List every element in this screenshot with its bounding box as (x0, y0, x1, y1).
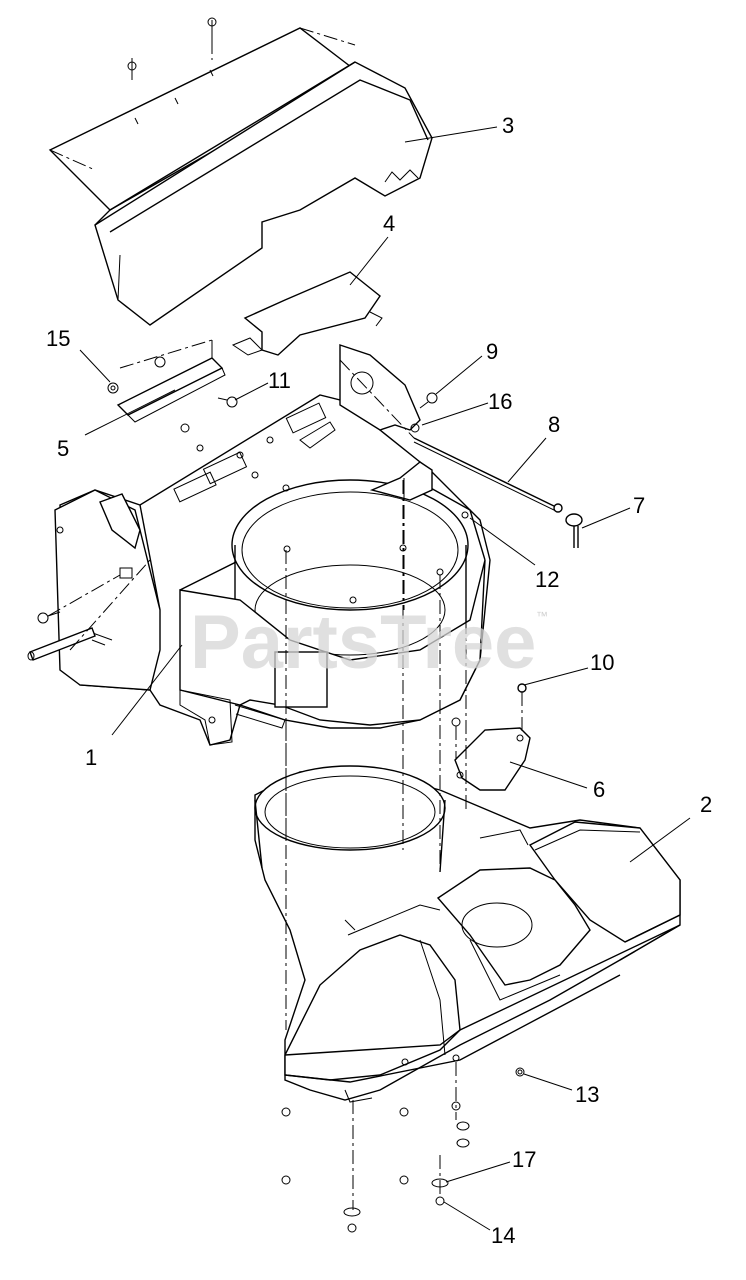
callout-11: 11 (268, 368, 291, 393)
callout-2: 2 (700, 792, 712, 817)
part-4-bracket (231, 271, 383, 356)
part-3-top-cover (48, 17, 433, 326)
part-1-housing (27, 344, 491, 746)
callout-labels: 1 2 3 4 5 6 7 8 9 10 11 12 13 14 15 16 1… (46, 113, 712, 1248)
part-6-cover-plate (451, 683, 531, 791)
callout-6: 6 (593, 777, 605, 802)
watermark-text: PartsTree (190, 600, 536, 685)
partstree-watermark: PartsTree ™ (190, 600, 548, 685)
callout-13: 13 (575, 1082, 599, 1107)
callout-12: 12 (535, 567, 559, 592)
assembly-lines (47, 27, 523, 1210)
callout-5: 5 (57, 436, 69, 461)
bottom-fasteners (281, 1067, 525, 1233)
callout-10: 10 (590, 650, 614, 675)
leader-lines (79, 126, 691, 1231)
callout-4: 4 (383, 211, 395, 236)
callout-9: 9 (486, 339, 498, 364)
fasteners-right (369, 392, 469, 519)
callout-15: 15 (46, 326, 70, 351)
callout-14: 14 (491, 1223, 515, 1248)
part-5-plate (107, 340, 238, 433)
part-7-pin (565, 513, 583, 548)
callout-8: 8 (548, 412, 560, 437)
callout-1: 1 (85, 745, 97, 770)
part-8-rod (413, 437, 563, 513)
callout-7: 7 (633, 493, 645, 518)
callout-17: 17 (512, 1147, 536, 1172)
part-2-chute-housing (254, 765, 681, 1103)
watermark-trademark: ™ (536, 609, 548, 623)
callout-3: 3 (502, 113, 514, 138)
callout-16: 16 (488, 389, 512, 414)
